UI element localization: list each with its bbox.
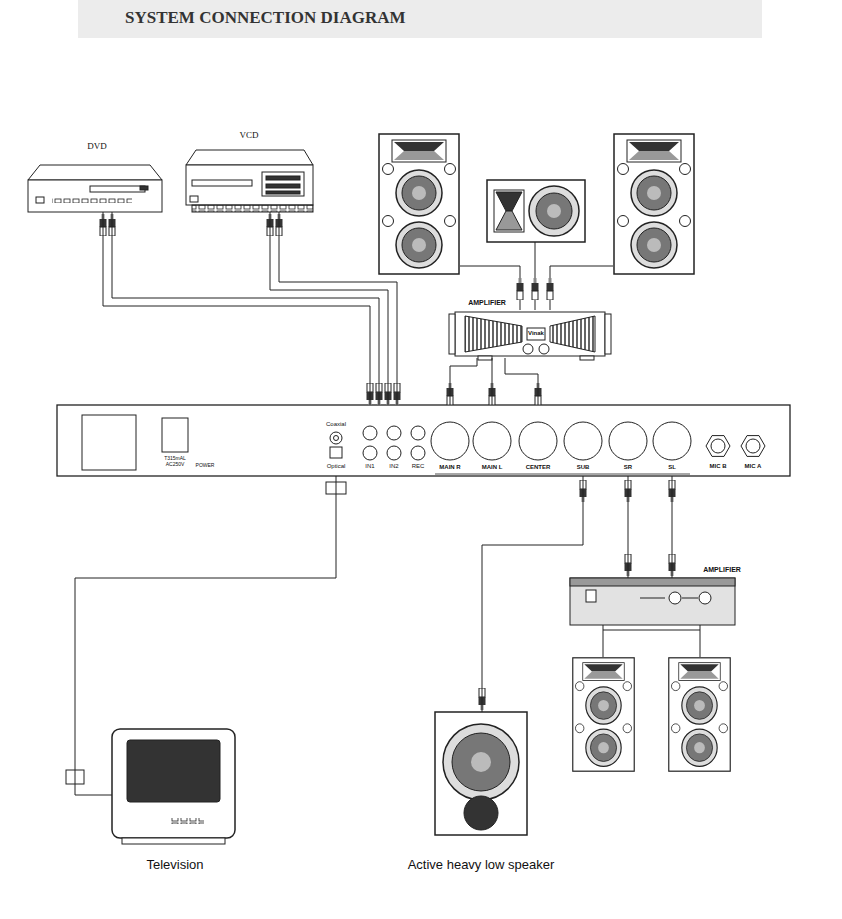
device-box: DVD xyxy=(28,165,162,212)
speaker-wire xyxy=(460,242,613,310)
speaker-box: Active heavy low speaker xyxy=(435,712,527,835)
cable xyxy=(672,476,673,578)
cable xyxy=(270,212,388,405)
power-socket xyxy=(82,415,136,470)
vcd-player xyxy=(186,150,313,212)
jack-label: IN2 xyxy=(389,463,398,470)
title-band xyxy=(78,0,762,38)
tv-box: Television xyxy=(112,729,235,838)
cable xyxy=(628,476,629,578)
cable xyxy=(482,476,583,712)
brand-logo: Vinak xyxy=(528,330,544,337)
rca-jack xyxy=(363,426,425,460)
cable xyxy=(103,212,370,405)
television xyxy=(112,729,235,844)
device-label: AMPLIFIER xyxy=(703,566,741,574)
subwoofer xyxy=(435,712,527,835)
left-speaker xyxy=(379,134,459,274)
fuse-holder xyxy=(162,418,188,452)
jack-label: IN1 xyxy=(365,463,374,470)
amplifier-box: AMPLIFIERVinak xyxy=(455,310,605,358)
coaxial-jack xyxy=(330,432,342,444)
plug xyxy=(547,278,554,300)
amplifier-top xyxy=(449,312,611,360)
device-box: VCD xyxy=(186,150,313,212)
jack-label: Optical xyxy=(327,463,346,470)
plug xyxy=(517,278,524,300)
xlr-jack xyxy=(431,422,691,460)
jack-label: SL xyxy=(668,464,676,471)
jack-label: MAIN L xyxy=(482,464,503,471)
jack-label: MIC A xyxy=(745,463,762,470)
cable xyxy=(450,358,477,405)
device-label: Television xyxy=(146,858,203,872)
cable xyxy=(492,358,493,405)
speaker-wire xyxy=(603,625,700,657)
jack-label: CENTER xyxy=(526,464,551,471)
center-speaker xyxy=(487,180,585,242)
cable xyxy=(75,476,336,795)
amplifier-bottom xyxy=(570,578,735,625)
jack-label: Coaxial xyxy=(326,421,346,428)
mic-jack xyxy=(706,436,765,457)
plug xyxy=(532,278,539,300)
jack-label: MAIN R xyxy=(439,464,460,471)
diagram-title: SYSTEM CONNECTION DIAGRAM xyxy=(125,8,406,28)
jack-label: SR xyxy=(624,464,632,471)
amplifier-box: AMPLIFIER xyxy=(570,578,735,625)
device-label: AMPLIFIER xyxy=(468,299,506,307)
jack-label: SUB xyxy=(577,464,590,471)
cable xyxy=(279,212,397,405)
cable xyxy=(112,212,379,405)
jack-label: POWER xyxy=(196,463,215,469)
device-label: Active heavy low speaker xyxy=(408,858,555,872)
surround-speaker xyxy=(669,658,730,771)
device-label: DVD xyxy=(87,142,107,152)
jack-label: REC xyxy=(412,463,425,470)
processor-unit xyxy=(57,405,790,476)
processor-box: CoaxialOptical IN1 IN2 REC MAIN R MAIN L CENTE… xyxy=(57,405,790,476)
optical-jack xyxy=(330,447,342,458)
right-speaker xyxy=(614,134,694,274)
jack-label: MIC B xyxy=(710,463,727,470)
cable xyxy=(505,358,538,405)
dvd-player xyxy=(28,165,162,212)
surround-speaker xyxy=(573,658,634,771)
device-label: VCD xyxy=(239,131,258,141)
jack-label: T315mAL AC250V xyxy=(161,456,189,467)
